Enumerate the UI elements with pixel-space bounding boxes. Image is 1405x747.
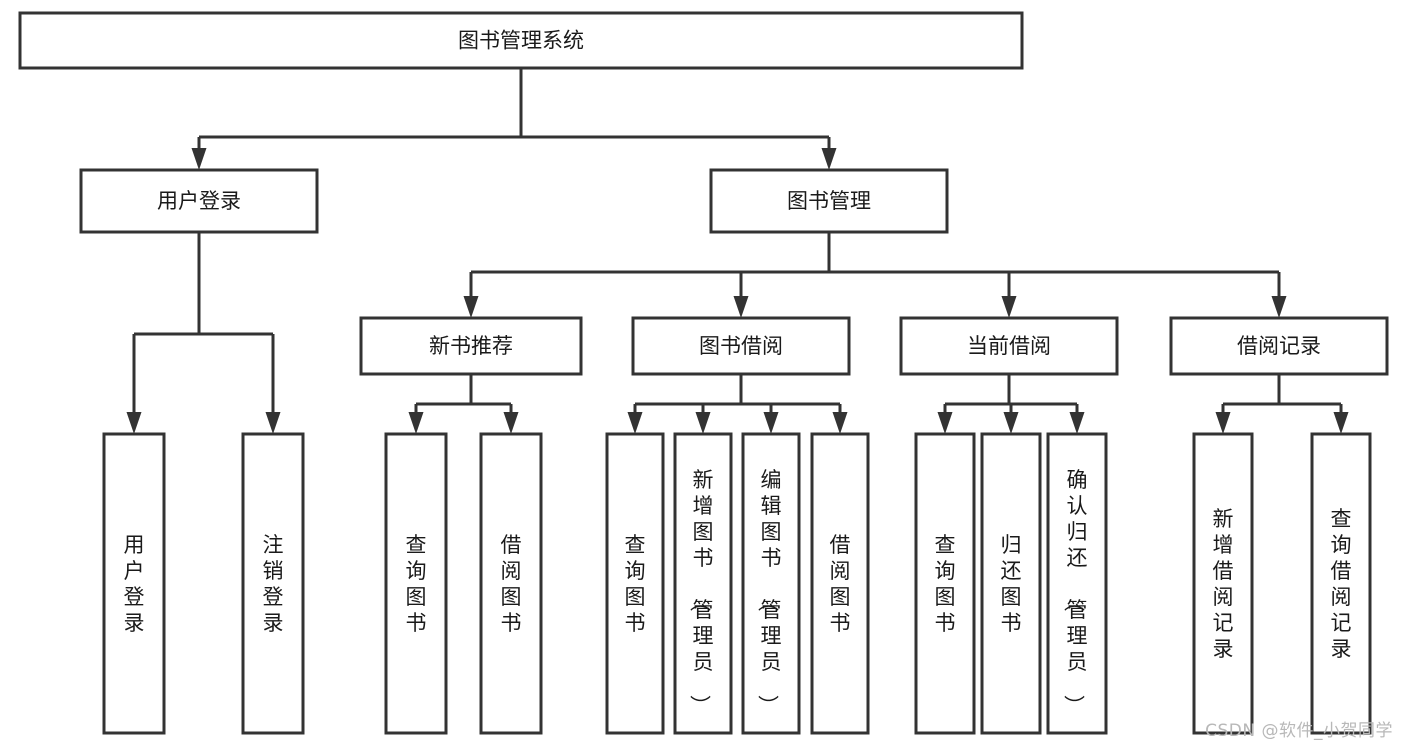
- node-label: 借阅记录: [1237, 334, 1321, 358]
- node-label: 当前借阅: [967, 334, 1051, 358]
- node-label: 图书管理系统: [458, 29, 584, 53]
- node-leaf-edit-book-admin[interactable]: 编辑图书（管理员）: [741, 432, 801, 735]
- connector-conn-record-to-leaves: [1215, 374, 1349, 434]
- node-leaf-add-borrow-record[interactable]: 新增借阅记录: [1192, 432, 1254, 735]
- node-label: 用户登录: [124, 533, 145, 635]
- node-leaf-query-borrow-record[interactable]: 查询借阅记录: [1310, 432, 1372, 735]
- node-leaf-borrow-book[interactable]: 借阅图书: [810, 432, 870, 735]
- node-leaf-user-login[interactable]: 用户登录: [102, 432, 166, 735]
- node-root[interactable]: 图书管理系统: [18, 11, 1024, 70]
- connector-conn-book-manage-to-level3: [463, 232, 1287, 318]
- node-book-manage[interactable]: 图书管理: [709, 168, 949, 234]
- node-label: 查询图书: [406, 533, 427, 635]
- node-book-borrow[interactable]: 图书借阅: [631, 316, 851, 376]
- node-label: 新书推荐: [429, 334, 513, 358]
- node-label: 借阅图书: [501, 533, 522, 635]
- node-label: 查询图书: [625, 533, 646, 635]
- node-borrow-record[interactable]: 借阅记录: [1169, 316, 1389, 376]
- node-label: 注销登录: [263, 533, 284, 635]
- node-label: 新增图书（管理员）: [688, 468, 714, 716]
- node-current-borrow[interactable]: 当前借阅: [899, 316, 1119, 376]
- connector-conn-borrow-to-leaves: [627, 374, 848, 434]
- node-user-login[interactable]: 用户登录: [79, 168, 319, 234]
- node-label: 新增借阅记录: [1213, 507, 1234, 661]
- node-leaf-borrow-book-recommend[interactable]: 借阅图书: [479, 432, 543, 735]
- node-label: 借阅图书: [830, 533, 851, 635]
- node-label: 确认归还（管理员）: [1062, 468, 1088, 716]
- connector-conn-recommend-to-leaves: [408, 374, 519, 434]
- node-label: 图书管理: [787, 189, 871, 213]
- connector-layer: [126, 68, 1349, 434]
- node-leaf-query-book-current[interactable]: 查询图书: [914, 432, 976, 735]
- node-leaf-query-book-recommend[interactable]: 查询图书: [384, 432, 448, 735]
- node-leaf-return-book[interactable]: 归还图书: [980, 432, 1042, 735]
- node-label: 编辑图书（管理员）: [756, 468, 782, 716]
- node-label: 查询借阅记录: [1331, 507, 1352, 661]
- node-leaf-query-book-borrow[interactable]: 查询图书: [605, 432, 665, 735]
- connector-conn-current-to-leaves: [937, 374, 1085, 434]
- node-leaf-confirm-return-admin[interactable]: 确认归还（管理员）: [1046, 432, 1108, 735]
- node-leaf-add-book-admin[interactable]: 新增图书（管理员）: [673, 432, 733, 735]
- node-leaf-user-logout[interactable]: 注销登录: [241, 432, 305, 735]
- node-label: 用户登录: [157, 189, 241, 213]
- node-label: 图书借阅: [699, 334, 783, 358]
- watermark-label: CSDN @软件_小贺同学: [1205, 721, 1393, 741]
- node-new-book-recommend[interactable]: 新书推荐: [359, 316, 583, 376]
- node-label: 查询图书: [935, 533, 956, 635]
- node-layer: 图书管理系统用户登录图书管理新书推荐图书借阅当前借阅借阅记录用户登录注销登录查询…: [18, 11, 1389, 735]
- node-label: 归还图书: [1001, 533, 1022, 635]
- connector-conn-root-to-level2: [191, 68, 837, 170]
- connector-conn-user-login-to-leaves: [126, 232, 281, 434]
